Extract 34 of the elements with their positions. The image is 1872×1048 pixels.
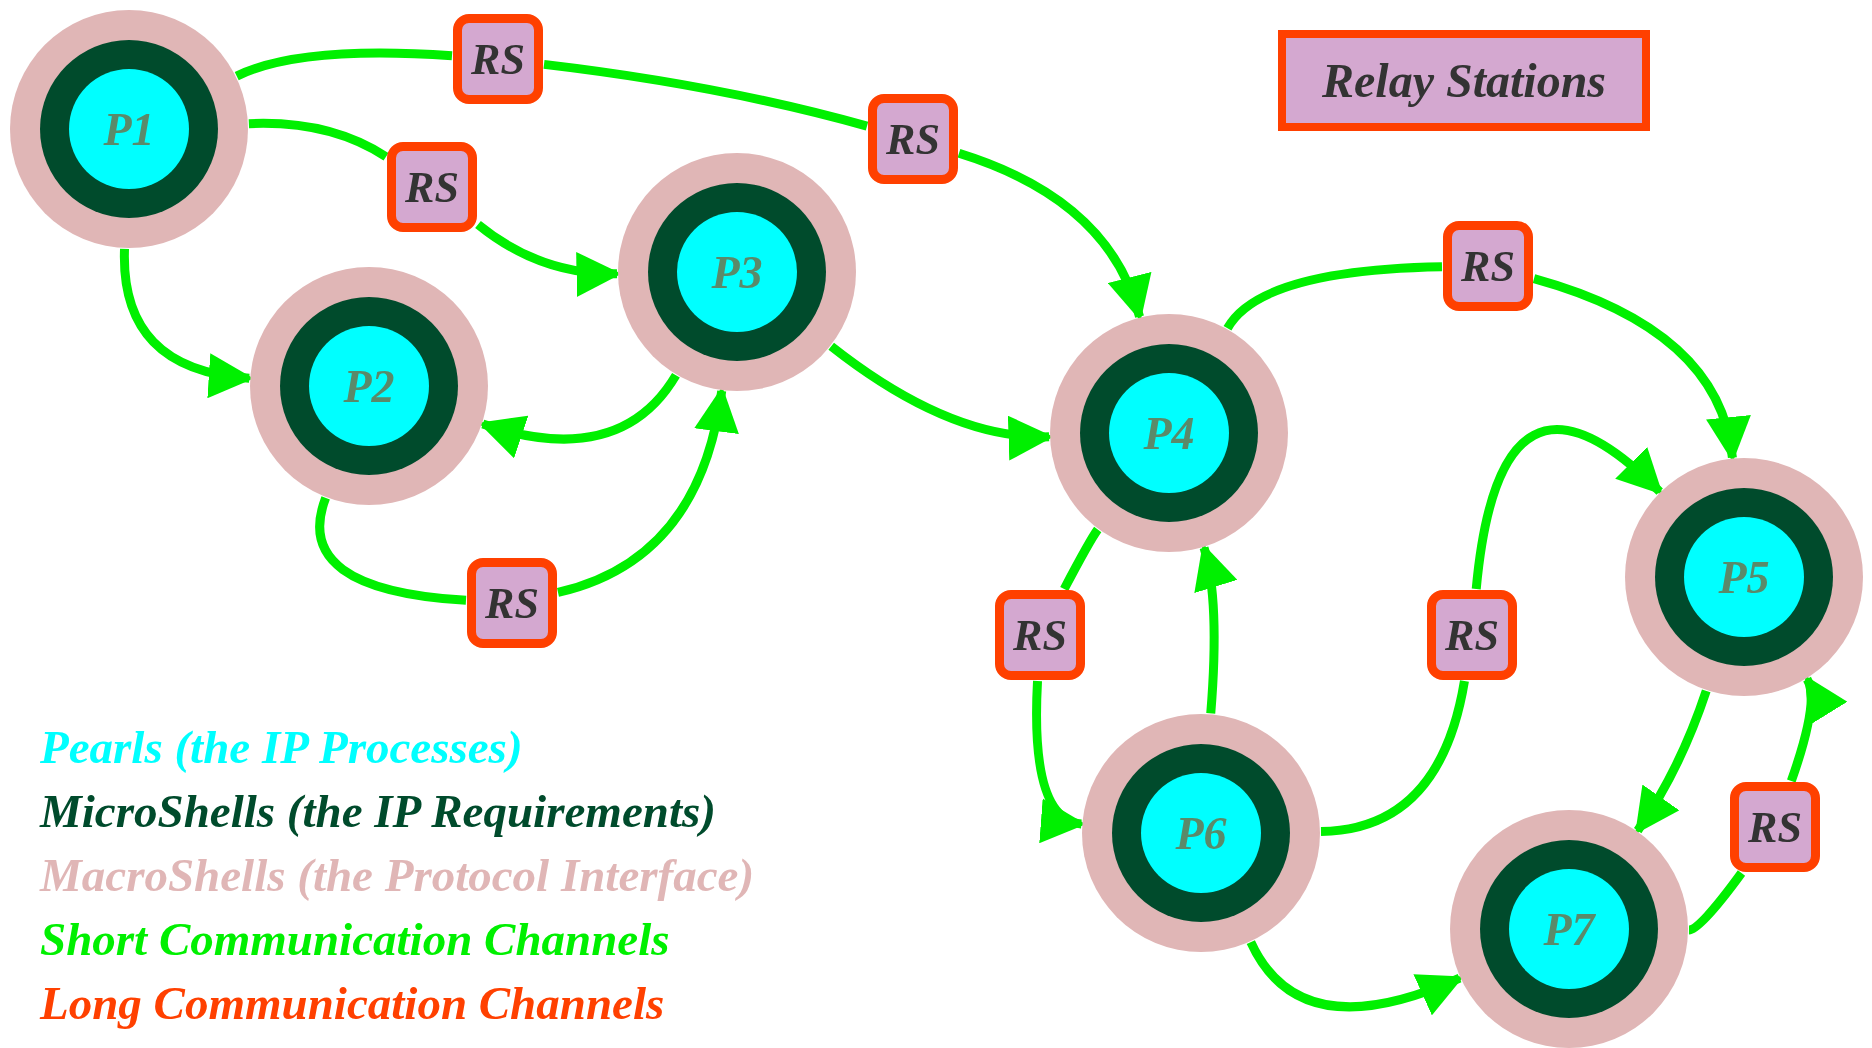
connector-line xyxy=(543,59,869,131)
legend-key-box: Relay Stations xyxy=(1278,30,1650,131)
relay-station-box: RS xyxy=(1730,782,1820,872)
connector-line xyxy=(1320,680,1469,836)
connector-line xyxy=(1687,870,1746,935)
connector-line xyxy=(315,496,467,605)
arrow xyxy=(1787,675,1845,783)
arrow xyxy=(1633,689,1711,835)
connector-line xyxy=(248,118,389,161)
relay-station-box: RS xyxy=(467,558,557,648)
process-label: P7 xyxy=(1543,902,1595,956)
process-label: P5 xyxy=(1718,550,1770,604)
connector-line xyxy=(234,48,453,81)
arrow xyxy=(1471,425,1663,590)
process-label: P4 xyxy=(1143,406,1195,460)
legend-text: MacroShells (the Protocol Interface) xyxy=(40,848,755,902)
legend-text: Pearls (the IP Processes) xyxy=(40,720,523,774)
relay-station-box: RS xyxy=(995,590,1085,680)
relay-station-box: RS xyxy=(453,14,543,104)
process-label: P3 xyxy=(711,245,763,299)
connector-line xyxy=(1223,262,1443,331)
connector-line xyxy=(1060,526,1102,592)
process-label: P1 xyxy=(103,102,155,156)
relay-station-box: RS xyxy=(868,94,958,184)
legend-text: Short Communication Channels xyxy=(40,912,670,966)
arrow xyxy=(1246,940,1464,1015)
arrow xyxy=(957,149,1150,321)
legend-text: MicroShells (the IP Requirements) xyxy=(40,784,716,838)
process-label: P6 xyxy=(1175,806,1227,860)
relay-station-box: RS xyxy=(1427,590,1517,680)
relay-station-box: RS xyxy=(387,142,477,232)
process-label: P2 xyxy=(343,359,395,413)
legend-text: Long Communication Channels xyxy=(40,976,665,1030)
relay-station-box: RS xyxy=(1443,221,1533,311)
